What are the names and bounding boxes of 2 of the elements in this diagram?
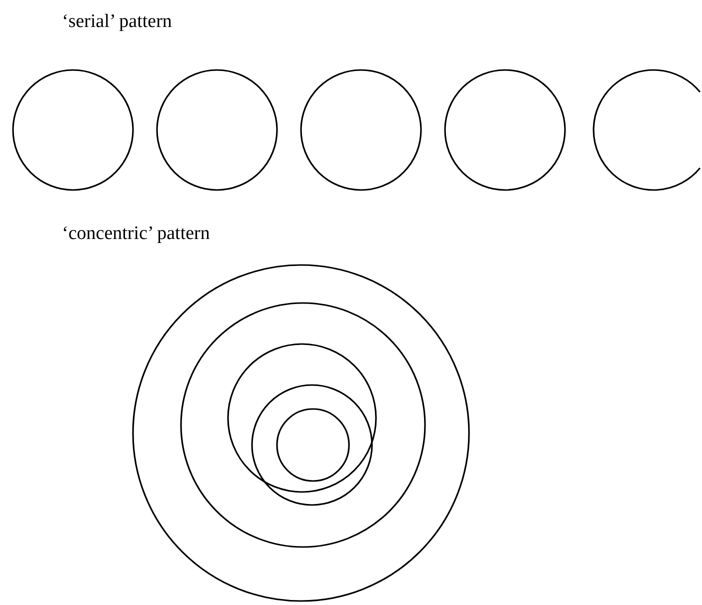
- pattern-caption: ‘serial’ pattern: [62, 12, 172, 33]
- pattern-caption: ‘concentric’ pattern: [62, 224, 210, 245]
